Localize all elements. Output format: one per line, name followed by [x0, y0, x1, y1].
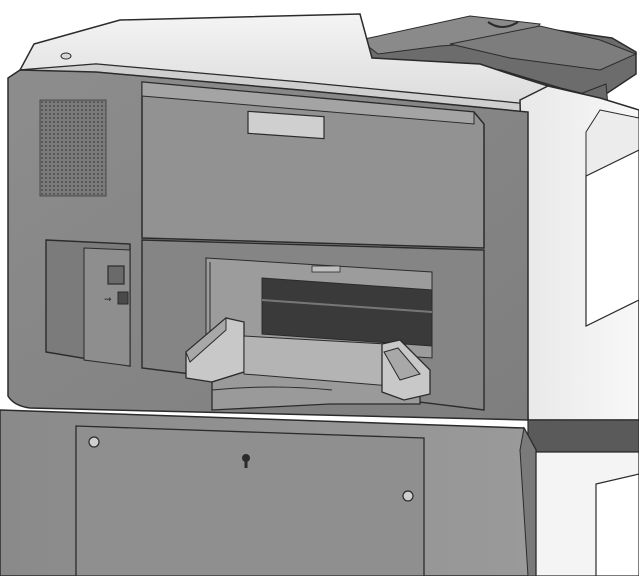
speaker-grille [39, 99, 107, 197]
usb-port[interactable] [107, 265, 125, 285]
port-recess: ⇝ [45, 239, 131, 367]
keyhole-lock-icon[interactable] [242, 454, 250, 468]
power-port[interactable] [117, 291, 129, 305]
usb-icon: ⇝ [104, 295, 112, 305]
exit-hopper[interactable] [185, 316, 431, 411]
top-left-screw-icon [60, 52, 72, 60]
exit-cover [141, 81, 485, 249]
cabinet-screw-right-icon [402, 490, 414, 502]
separator-band [527, 419, 639, 453]
cover-handle[interactable] [247, 110, 325, 140]
cabinet-screw-left-icon [88, 436, 100, 448]
right-cabinet [535, 451, 639, 576]
base-cabinet [0, 409, 537, 576]
scanner-right-side [519, 85, 639, 421]
